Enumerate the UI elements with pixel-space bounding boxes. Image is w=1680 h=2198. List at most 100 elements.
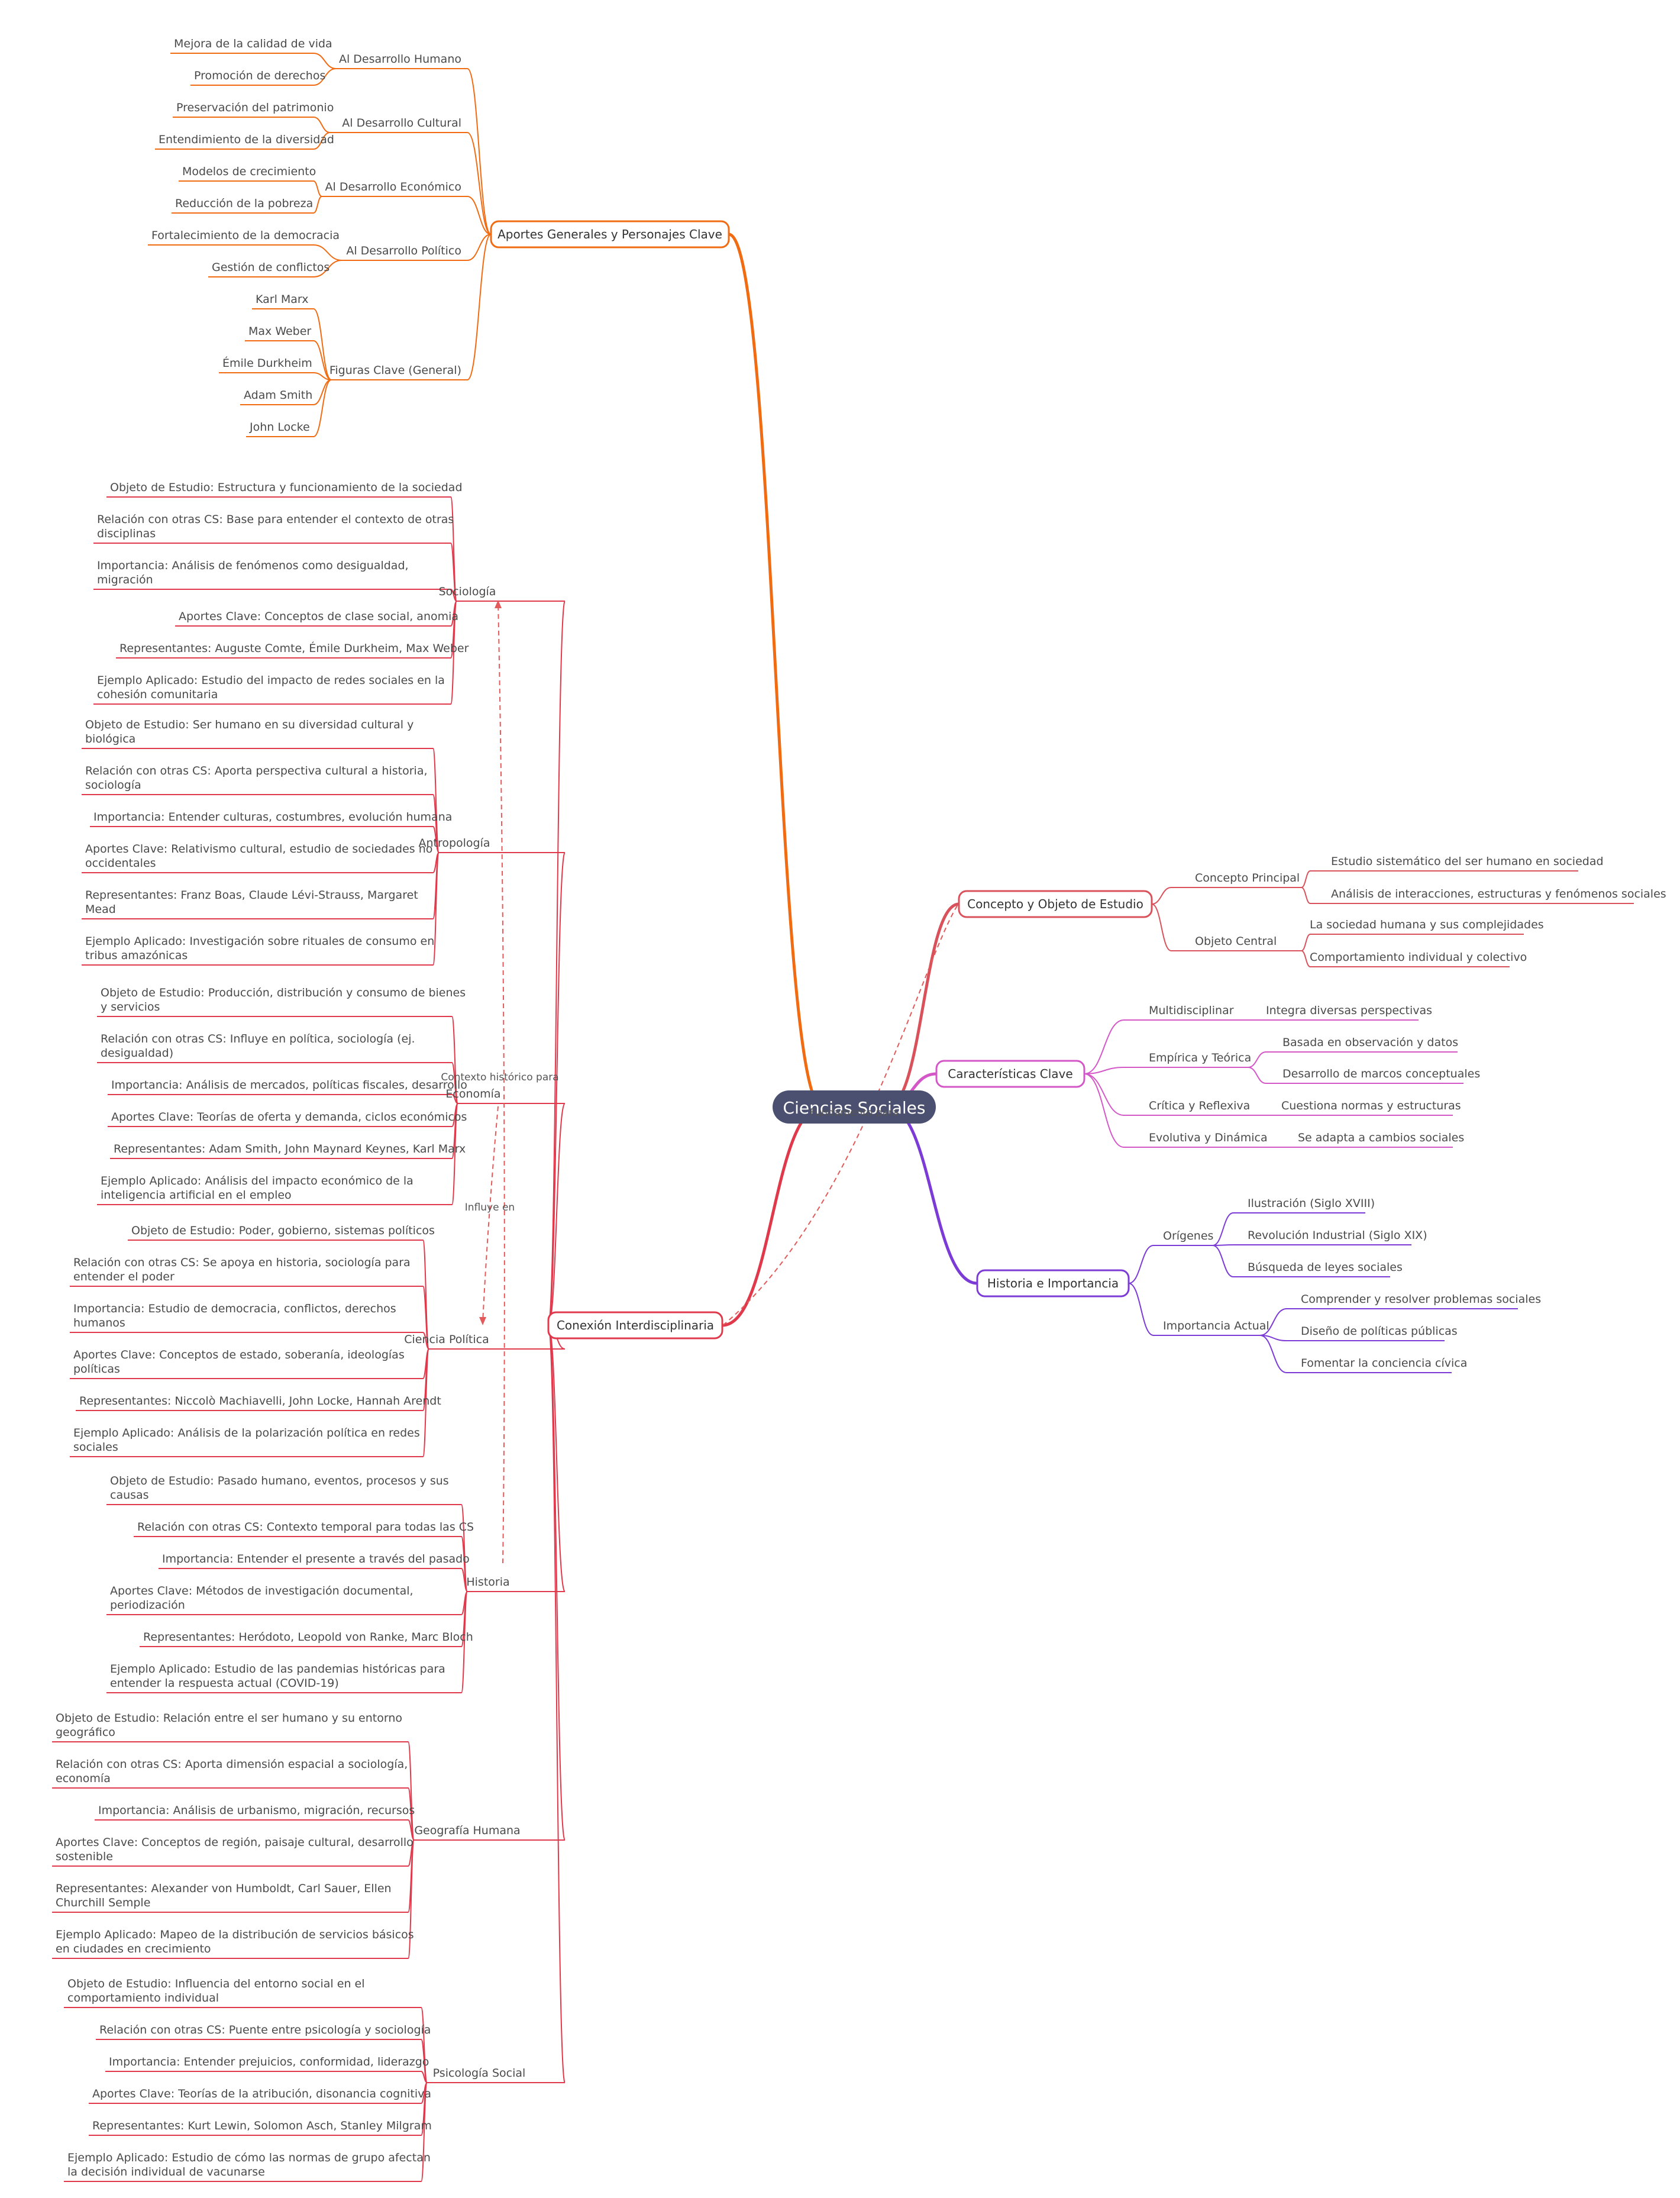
connector-line [421,2082,428,2182]
leaf-node-label: Representantes: Kurt Lewin, Solomon Asch… [92,2119,432,2132]
connector-line [1128,1245,1154,1284]
connector-line [722,1105,823,1327]
main-branch-node[interactable]: Conexión Interdisciplinaria [547,1311,723,1340]
connector-line [548,1325,566,2083]
leaf-node-label: Representantes: Franz Boas, Claude Lévi-… [85,889,418,902]
leaf-node-label: Objeto de Estudio: Estructura y funciona… [110,481,463,494]
connector-line [1301,887,1311,904]
main-branch-label: Características Clave [948,1067,1072,1081]
leaf-node-label: Aportes Clave: Métodos de investigación … [110,1584,413,1597]
leaf-node-label: Relación con otras CS: Aporta dimensión … [56,1758,408,1771]
leaf-node-label: Reducción de la pobreza [175,197,313,210]
connector-line [1212,1245,1234,1277]
leaf-node-label: Gestión de conflictos [212,261,329,274]
leaf-node-label: entender la respuesta actual (COVID-19) [110,1677,339,1690]
connector-line [451,1103,458,1205]
main-branch-node[interactable]: Características Clave [935,1060,1085,1088]
connector-line [313,196,322,214]
main-branch-node[interactable]: Historia e Importancia [976,1269,1130,1298]
leaf-node-label: humanos [73,1316,125,1329]
leaf-node-label: Aportes Clave: Teorías de oferta y deman… [111,1111,467,1124]
connector-line [461,1568,468,1592]
connector-line [467,234,492,380]
main-branch-frame [935,1060,1085,1088]
connector-line [313,379,332,405]
nodes-layer: Ciencias Sociales Concepto y Objeto de Es… [56,37,1666,2178]
leaf-node-label: Ejemplo Aplicado: Mapeo de la distribuci… [56,1928,414,1941]
leaf-node-label: políticas [73,1363,120,1376]
connector-line [887,1105,978,1285]
sub-branch-label: Objeto Central [1195,935,1277,948]
leaf-node-label: comportamiento individual [67,1992,219,2005]
connector-line [313,117,331,133]
connector-line [1084,1073,1125,1148]
connector-line [461,1591,468,1693]
connector-line [432,826,440,853]
connector-line [1259,1308,1287,1336]
sub-branch-label: Al Desarrollo Humano [339,53,461,66]
connector-line [467,132,492,235]
leaf-node-label: en ciudades en crecimiento [56,1942,211,1955]
leaf-node-label: Objeto de Estudio: Influencia del entorn… [67,1977,365,1990]
sub-branch-label: Multidisciplinar [1149,1004,1234,1017]
leaf-node-label: La sociedad humana y sus complejidades [1310,918,1544,931]
leaf-node-label: Mead [85,903,116,916]
leaf-node-label: biológica [85,732,135,745]
main-branch-node[interactable]: Aportes Generales y Personajes Clave [490,220,730,248]
leaf-node-label: Ejemplo Aplicado: Estudio de cómo las no… [67,2151,431,2164]
relation-arrowhead [495,600,502,608]
central-node[interactable]: Ciencias Sociales [773,1090,936,1124]
leaf-node-label: periodización [110,1599,185,1612]
main-branch-node[interactable]: Concepto y Objeto de Estudio [958,890,1153,918]
main-branch-label: Aportes Generales y Personajes Clave [497,227,722,241]
leaf-node-label: Émile Durkheim [222,356,312,370]
connector-line [1084,1019,1125,1074]
edges-layer [52,53,1634,2182]
connector-line [313,340,332,380]
leaf-node-label: Objeto de Estudio: Producción, distribuc… [101,986,466,999]
sub-branch-label: Geografía Humana [414,1824,520,1837]
leaf-node-label: disciplinas [97,527,156,540]
connector-line [1301,870,1311,888]
connector-line [313,244,343,261]
leaf-node-label: Cuestiona normas y estructuras [1281,1099,1461,1112]
leaf-node-label: Adam Smith [244,389,312,402]
connector-line [548,601,566,1326]
sub-branch-label: Al Desarrollo Económico [325,180,462,193]
leaf-node-label: sostenible [56,1850,113,1863]
leaf-node-label: Churchill Semple [56,1896,150,1909]
leaf-node-label: Importancia: Análisis de mercados, polít… [111,1079,467,1092]
leaf-node-label: sociología [85,779,141,792]
leaf-node-label: sociales [73,1441,118,1454]
sub-branch-label: Al Desarrollo Político [346,244,461,257]
connector-line [467,68,492,235]
leaf-node-label: Modelos de crecimiento [182,165,316,178]
leaf-node-label: Fortalecimiento de la democracia [151,229,340,242]
connector-line [1084,1067,1125,1074]
leaf-node-label: Comportamiento individual y colectivo [1310,951,1527,964]
leaf-node-label: Representantes: Niccolò Machiavelli, Joh… [79,1395,441,1408]
leaf-node-label: Importancia: Análisis de fenómenos como … [97,559,409,572]
leaf-node-label: migración [97,573,153,586]
leaf-node-label: Ejemplo Aplicado: Análisis de la polariz… [73,1426,420,1439]
sub-branch-label: Importancia Actual [1163,1319,1269,1332]
connector-line [467,234,492,261]
leaf-node-label: Representantes: Heródoto, Leopold von Ra… [143,1631,473,1644]
leaf-node-label: Importancia: Entender el presente a trav… [162,1553,470,1566]
leaf-node-label: Aportes Clave: Relativismo cultural, est… [85,843,432,856]
connector-line [313,180,322,197]
leaf-node-label: tribus amazónicas [85,949,188,962]
sub-branch-label: Figuras Clave (General) [329,364,461,377]
leaf-node-label: Objeto de Estudio: Relación entre el ser… [56,1712,402,1725]
leaf-node-label: Ejemplo Aplicado: Análisis del impacto e… [101,1174,413,1187]
leaf-node-label: Análisis de interacciones, estructuras y… [1331,887,1666,900]
sub-branch-label: Ciencia Política [404,1333,489,1346]
leaf-node-label: Comprender y resolver problemas sociales [1301,1293,1541,1306]
leaf-node-label: Importancia: Análisis de urbanismo, migr… [98,1804,415,1817]
connector-line [313,68,337,86]
sub-branch-label: Sociología [439,585,496,598]
leaf-node-label: Relación con otras CS: Contexto temporal… [137,1521,474,1534]
connector-line [728,233,823,1109]
leaf-node-label: John Locke [249,421,310,434]
leaf-node-label: Objeto de Estudio: Ser humano en su dive… [85,718,413,731]
